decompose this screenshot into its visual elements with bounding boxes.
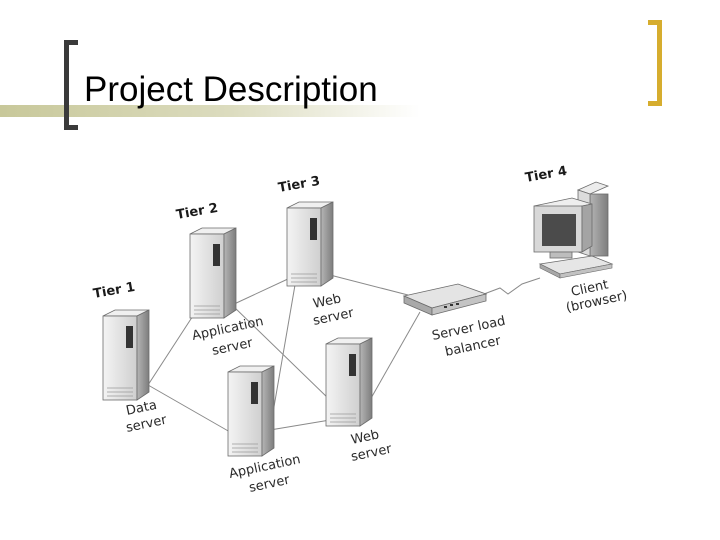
tier-4-label: Tier 4 xyxy=(524,164,568,186)
server-load-balancer xyxy=(402,283,488,316)
server-web-top xyxy=(286,201,334,287)
tier-1-label: Tier 1 xyxy=(92,280,136,302)
client-computer xyxy=(533,181,614,279)
link-app-top-to-web-bottom xyxy=(231,304,331,401)
app-server-top-label-line2: server xyxy=(211,336,255,359)
app-server-top-label-line1: Application xyxy=(191,314,265,344)
tier-2-label: Tier 2 xyxy=(175,201,219,223)
page-title: Project Description xyxy=(84,70,378,109)
left-bracket-decoration xyxy=(64,40,78,130)
link-balancer-to-client xyxy=(483,277,541,295)
tier-3-label: Tier 3 xyxy=(277,174,321,196)
link-web-top-to-balancer xyxy=(329,274,409,296)
link-web-bottom-to-balancer xyxy=(369,311,421,401)
link-app-bottom-to-web-bottom xyxy=(269,419,331,431)
right-bracket-decoration xyxy=(648,20,662,106)
link-data-to-app-bottom xyxy=(147,384,231,433)
server-app-top xyxy=(189,227,237,319)
link-app-top-to-web-top xyxy=(231,277,291,306)
web-server-top-label-line1: Web xyxy=(312,291,343,312)
server-web-bottom xyxy=(325,337,373,427)
server-app-bottom xyxy=(227,365,275,457)
connection-lines xyxy=(147,274,541,433)
server-data xyxy=(102,309,150,401)
web-server-bottom-label-line1: Web xyxy=(350,427,381,448)
title-accent-band xyxy=(0,105,420,117)
data-server-label-line1: Data xyxy=(125,398,158,419)
